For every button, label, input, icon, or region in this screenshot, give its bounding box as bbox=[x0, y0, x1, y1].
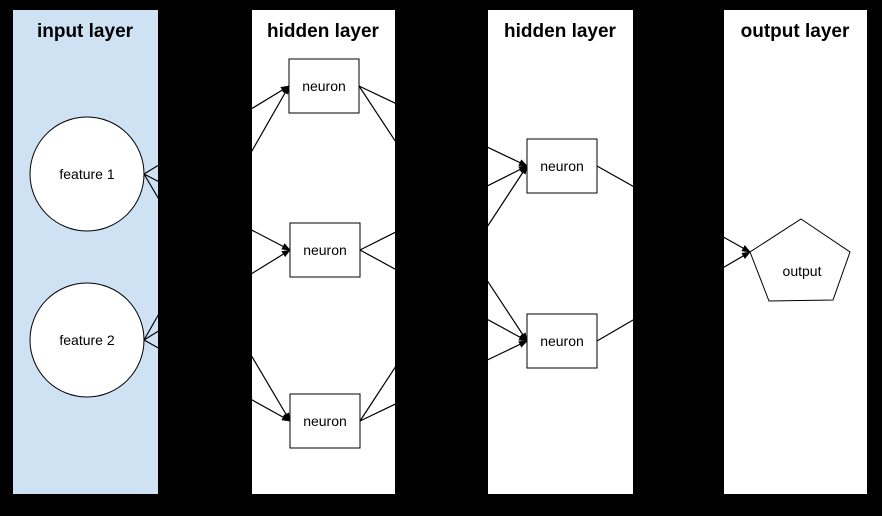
feature2-circle bbox=[29, 282, 145, 398]
edge-feature1-h1n1 bbox=[143, 85, 290, 175]
hidden2-neuron2-label: neuron bbox=[540, 333, 584, 349]
edge-feature1-h1n3 bbox=[143, 173, 291, 422]
hidden1-neuron1-label: neuron bbox=[302, 78, 346, 94]
node-feature1: feature 1 bbox=[29, 116, 145, 232]
edge-h1n3-h2n1 bbox=[359, 165, 528, 422]
node-feature2: feature 2 bbox=[29, 282, 145, 398]
node-hidden1-neuron2: neuron bbox=[289, 222, 361, 278]
node-hidden1-neuron1: neuron bbox=[288, 58, 360, 114]
edge-feature2-h1n1 bbox=[143, 85, 290, 341]
panel-input-title: input layer bbox=[37, 21, 134, 42]
hidden1-neuron3-rect bbox=[289, 393, 361, 449]
node-hidden1-neuron3: neuron bbox=[289, 393, 361, 449]
panel-input-background bbox=[13, 10, 158, 494]
edge-h1n1-h2n1 bbox=[358, 85, 528, 167]
panel-input-layer: input layer bbox=[13, 10, 158, 494]
output-pentagon bbox=[749, 218, 851, 302]
hidden2-neuron1-rect bbox=[526, 138, 598, 194]
hidden2-neuron2-rect bbox=[526, 313, 598, 369]
edges-layer bbox=[143, 85, 751, 422]
hidden1-neuron1-rect bbox=[288, 58, 360, 114]
edge-h1n2-h2n2 bbox=[359, 249, 528, 342]
feature1-circle bbox=[29, 116, 145, 232]
edge-feature2-h1n3 bbox=[143, 339, 291, 422]
edge-h2n1-out bbox=[596, 165, 751, 253]
feature1-label: feature 1 bbox=[59, 166, 114, 182]
panel-hidden1-title: hidden layer bbox=[267, 21, 380, 42]
panel-output-title: output layer bbox=[741, 21, 850, 42]
output-label: output bbox=[783, 263, 822, 279]
hidden1-neuron3-label: neuron bbox=[303, 413, 347, 429]
panel-hidden2-background bbox=[488, 10, 633, 494]
panel-hidden-layer-2: hidden layer bbox=[488, 10, 633, 494]
edge-h1n1-h2n2 bbox=[358, 85, 528, 342]
feature2-label: feature 2 bbox=[59, 332, 114, 348]
node-output: output bbox=[749, 218, 851, 302]
node-hidden2-neuron2: neuron bbox=[526, 313, 598, 369]
hidden1-neuron2-label: neuron bbox=[303, 242, 347, 258]
hidden2-neuron1-label: neuron bbox=[540, 158, 584, 174]
edge-feature2-h1n2 bbox=[143, 249, 291, 341]
panel-hidden2-title: hidden layer bbox=[504, 21, 617, 42]
hidden1-neuron2-rect bbox=[289, 222, 361, 278]
node-hidden2-neuron1: neuron bbox=[526, 138, 598, 194]
edge-h1n2-h2n1 bbox=[359, 165, 528, 251]
edge-h2n2-out bbox=[596, 251, 751, 342]
edge-h1n3-h2n2 bbox=[359, 340, 528, 422]
